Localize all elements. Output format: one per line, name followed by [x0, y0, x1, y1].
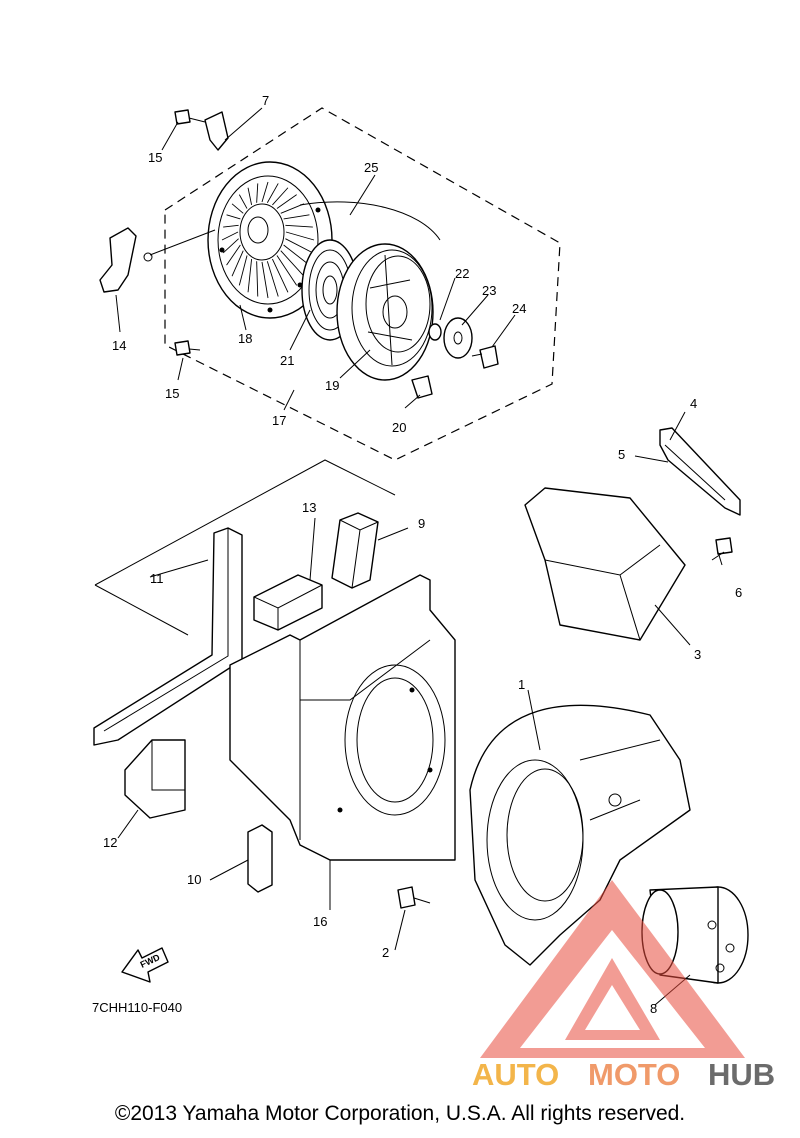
case-rib [272, 258, 289, 293]
fwd-arrow-icon: FWD [121, 947, 169, 983]
label-19: 19 [325, 378, 339, 393]
label-2: 2 [382, 945, 389, 960]
label-24: 24 [512, 301, 526, 316]
starter-pawl [411, 375, 433, 399]
watermark-hub: HUB [708, 1057, 775, 1092]
screw-6-icon [711, 537, 733, 561]
label-6: 6 [735, 585, 742, 600]
case-rib [238, 194, 248, 209]
label-9: 9 [418, 516, 425, 531]
watermark-moto: MOTO [588, 1057, 680, 1092]
diagram-code: 7CHH110-F040 [92, 1000, 182, 1015]
case-rib [272, 187, 289, 206]
case-rib [285, 231, 315, 241]
label-17: 17 [272, 413, 286, 428]
label-21: 21 [280, 353, 294, 368]
case-rib [222, 238, 239, 254]
case-rib [231, 250, 244, 277]
case-rib [247, 187, 253, 206]
watermark-logo: AUTO MOTO HUB [472, 880, 775, 1092]
label-12: 12 [103, 835, 117, 850]
case-rib [261, 181, 269, 203]
leader-lines [115, 107, 723, 1006]
shroud-outline [94, 459, 396, 636]
part-labels: 7 15 25 22 23 24 14 18 21 19 15 17 20 4 … [103, 93, 742, 1016]
case-rib [226, 214, 241, 220]
seal-pad-10 [247, 824, 273, 893]
label-23: 23 [482, 283, 496, 298]
case-rib [266, 183, 279, 203]
label-1: 1 [518, 677, 525, 692]
seal-pad-12 [124, 739, 186, 819]
starter-case [207, 161, 333, 319]
label-18: 18 [238, 331, 252, 346]
air-shroud [229, 574, 456, 861]
starter-circlip [428, 323, 442, 341]
copyright-notice: ©2013 Yamaha Motor Corporation, U.S.A. A… [114, 1102, 686, 1125]
label-10: 10 [187, 872, 201, 887]
label-11: 11 [150, 571, 164, 586]
label-7: 7 [262, 93, 269, 108]
case-rib [231, 203, 244, 214]
case-rib [285, 224, 313, 228]
label-16: 16 [313, 914, 327, 929]
case-rib [226, 244, 241, 266]
bolt-top-icon [174, 109, 206, 125]
case-rib [261, 261, 269, 299]
case-rib [283, 214, 310, 220]
case-rib [247, 258, 253, 293]
seal-bar [93, 527, 243, 746]
seal-block-9 [331, 512, 379, 589]
case-rib [276, 194, 297, 209]
starter-washer [443, 317, 473, 359]
label-4: 4 [690, 396, 697, 411]
case-rib [223, 224, 239, 228]
label-5: 5 [618, 447, 625, 462]
case-rib [221, 231, 239, 241]
starter-bolt [471, 345, 499, 369]
seal-block-13 [253, 574, 323, 631]
label-15-bottom: 15 [165, 386, 179, 401]
case-rib [256, 183, 259, 203]
starter-pulley [336, 243, 434, 381]
bracket-4 [659, 427, 741, 516]
rope-clamp [204, 111, 229, 151]
starter-group-outline [164, 107, 561, 461]
label-8: 8 [650, 1001, 657, 1016]
case-rib [280, 250, 305, 277]
cover-3 [524, 487, 686, 641]
label-13: 13 [302, 500, 316, 515]
label-25: 25 [364, 160, 378, 175]
label-15-top: 15 [148, 150, 162, 165]
starter-rope [149, 201, 441, 256]
fan-cover [469, 704, 691, 966]
case-rib [285, 238, 314, 254]
starter-handle [99, 227, 153, 293]
watermark-auto: AUTO [472, 1057, 559, 1092]
case-rib [256, 261, 259, 297]
case-rib [266, 261, 279, 297]
watermark-triangle [480, 880, 745, 1058]
case-rib [276, 255, 298, 286]
bolt-2-icon [397, 886, 431, 909]
case-rib [238, 255, 248, 286]
case-rib [283, 244, 310, 266]
bolt-bottom-icon [174, 340, 201, 356]
label-20: 20 [392, 420, 406, 435]
label-22: 22 [455, 266, 469, 281]
label-3: 3 [694, 647, 701, 662]
label-14: 14 [112, 338, 126, 353]
